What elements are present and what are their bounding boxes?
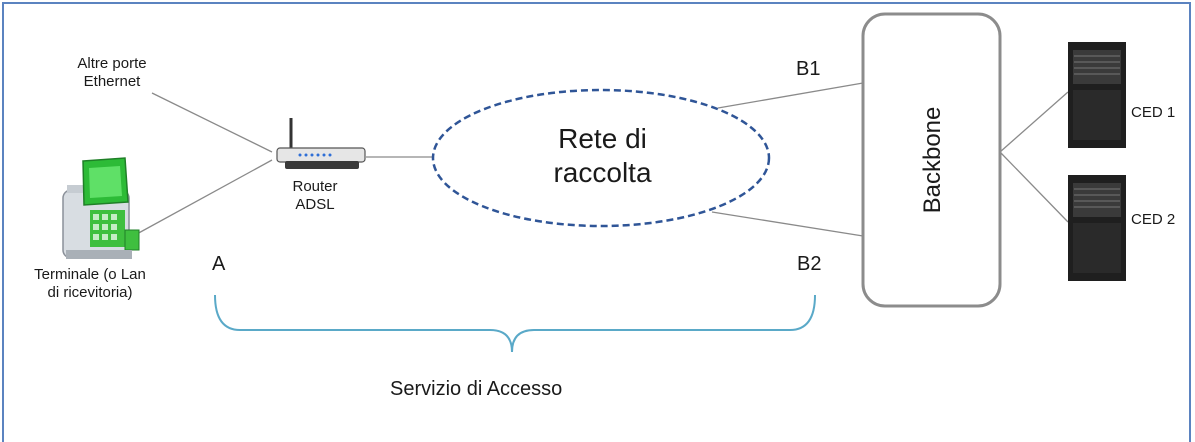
line-backbone-ced1 [999,91,1069,153]
point-b1-label: B1 [796,58,821,80]
ced1-label: CED 1 [1131,104,1176,121]
access-brace [214,294,816,353]
point-a-label: A [212,253,226,275]
other-ports-label: Altre porte Ethernet [77,55,147,90]
router-label: Router ADSL [292,178,338,213]
line-backbone-ced2 [999,151,1069,223]
line-cloud-backbone-b1 [717,82,864,109]
point-b2-label: B2 [797,253,822,275]
line-terminal-router [134,159,273,236]
server-ced2-icon [1068,175,1126,281]
backbone-box [861,12,1002,308]
server-ced1-icon [1068,42,1126,148]
terminal-label: Terminale (o Lan di ricevitoria) [34,266,146,301]
diagram-canvas: Backbone [62,12,1126,353]
line-ethernet-router [151,92,273,153]
router-icon [276,118,366,169]
access-service-label: Servizio di Accesso [390,378,563,400]
terminal-icon [62,157,140,259]
collection-network-cloud [431,88,771,228]
backbone-label: Backbone [919,107,946,214]
line-cloud-backbone-b2 [711,211,864,237]
collection-network-label: Rete di raccolta [553,123,652,188]
ced2-label: CED 2 [1131,211,1176,228]
